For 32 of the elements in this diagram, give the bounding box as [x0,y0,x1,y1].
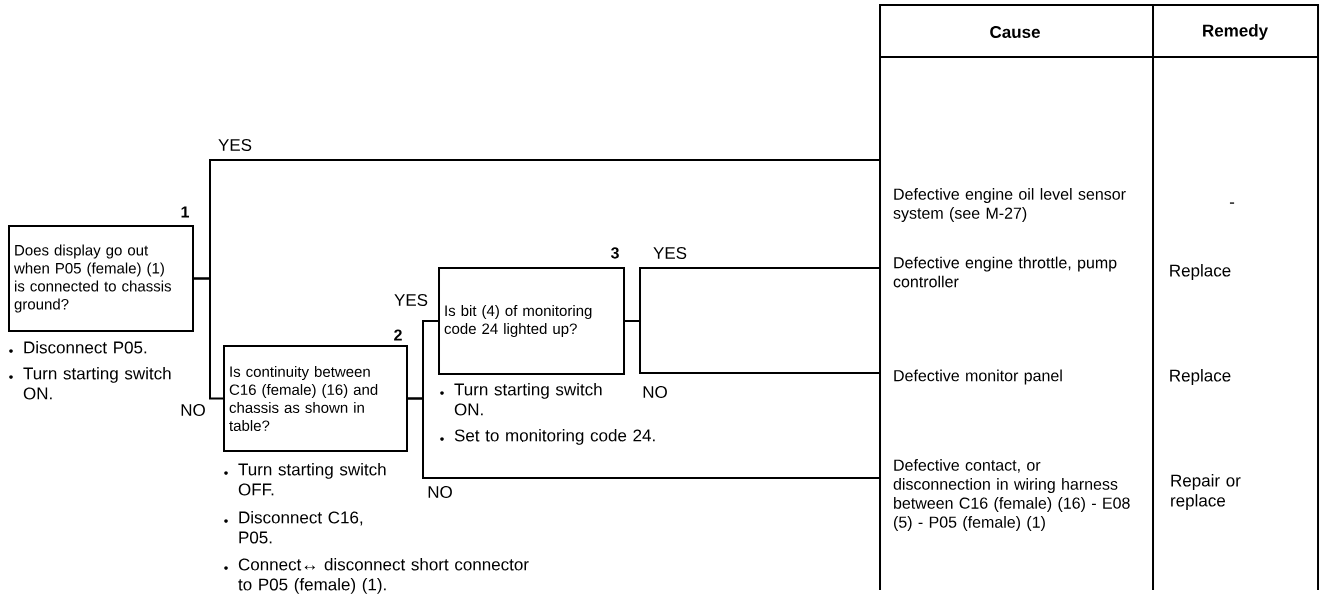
edge-label: YES [653,247,687,260]
question-box: Is continuity between C16 (female) (16) and chassis as shown in table? [223,345,408,452]
step-number: 2 [394,329,402,341]
step-number: 3 [610,247,619,259]
column-header: Remedy [1203,24,1268,40]
remedy-text: - [1229,202,1235,204]
cause-cell: Defective contact, or disconnection in wiring harness between C16 (female) (16) - E08 (5) - P05 (female) (1) [893,459,1130,531]
remedy-text: Replace [1170,264,1231,280]
remedy-text: Replace [1170,369,1231,385]
instruction-text: Turn starting switch ON. [23,367,171,400]
edge-label: YES [394,294,428,307]
edge-label: NO [181,404,205,417]
connector-line [407,397,881,479]
cause-cell: Defective engine oil level sensor system (see M-27) [893,188,1126,222]
remedy-text: Repair or replace [1171,474,1241,510]
question-box: Does display go out when P05 (female) (1) is connected to chassis ground? [8,225,194,332]
column-header: Cause [990,26,1040,38]
edge-label: NO [643,386,667,399]
cause-cell: Defective monitor panel [894,369,1062,385]
instruction-text: Set to monitoring code 24. [454,429,655,445]
instruction-text: Disconnect C16, P05. [239,511,363,544]
instruction-text: Turn starting switch ON. [454,383,602,416]
instruction-text: Connect↔ disconnect short connector to P05 (female) (1). [238,558,529,594]
cause-cell: Defective engine throttle, pump controller [893,256,1117,288]
connector-line [624,320,881,374]
edge-label: YES [218,139,252,152]
connector-line [193,277,224,400]
question-box: Is bit (4) of monitoring code 24 lighted up? [438,267,625,375]
step-number: 1 [181,206,189,218]
edge-label: NO [428,486,452,499]
instruction-text: Disconnect P05. [24,341,147,354]
instruction-text: Turn starting switch OFF. [238,463,386,496]
